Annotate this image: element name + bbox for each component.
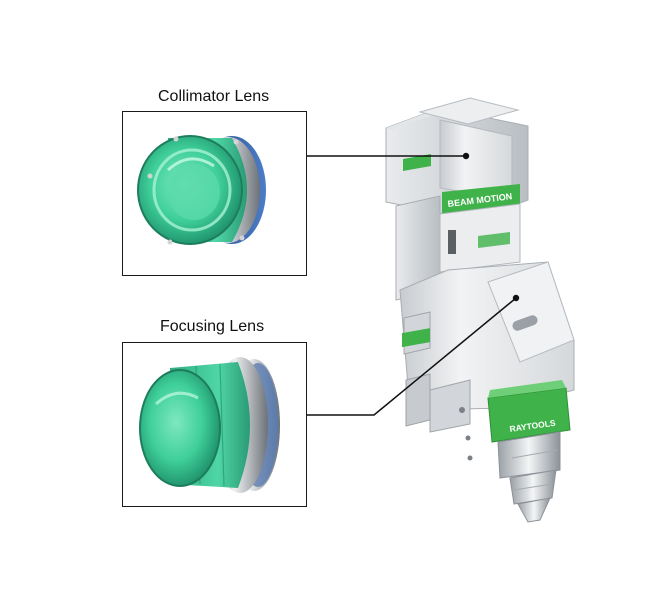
laser-head-image: BEAM MOTION RAYTOOLS [385,97,575,523]
collimator-lens-image [137,135,266,245]
collimator-callout-line [307,152,470,160]
focusing-lens-label: Focusing Lens [160,318,265,335]
focusing-callout-line [307,294,520,416]
collimator-lens-label: Collimator Lens [158,88,270,105]
focusing-lens-image [139,357,280,493]
